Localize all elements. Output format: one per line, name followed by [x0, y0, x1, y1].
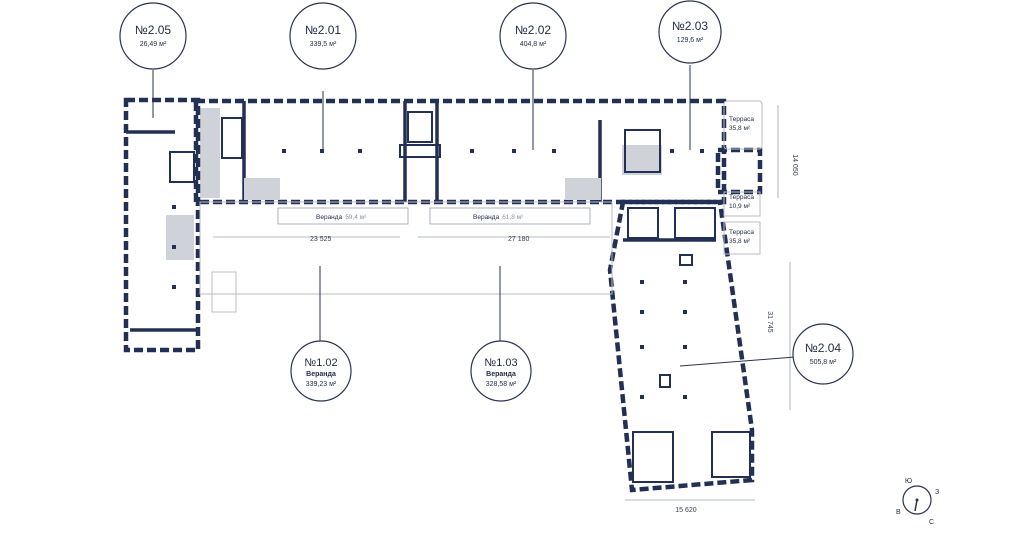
callout-number: №2.01 — [305, 23, 342, 37]
veranda-left-box — [277, 207, 409, 225]
dim-14050: 14 050 — [791, 154, 798, 176]
stair — [565, 178, 601, 200]
terrace1-outline — [723, 100, 763, 150]
terrace3-label: Терраса — [729, 229, 754, 236]
room-wall — [221, 117, 243, 159]
terrace2-label: Терраса — [729, 194, 754, 201]
callout-leaders — [152, 65, 796, 367]
room-wall — [632, 431, 674, 483]
terrace3-area: 35,8 м² — [729, 238, 751, 245]
terrace1-label: Терраса — [729, 116, 754, 123]
room-wall — [627, 207, 659, 239]
stair — [166, 215, 194, 260]
room-wall — [674, 207, 716, 239]
callout-2-04[interactable]: №2.04 505,8 м² — [792, 323, 854, 385]
dim-15620: 15 620 — [675, 507, 697, 514]
callout-2-05[interactable]: №2.05 26,49 м² — [119, 2, 187, 70]
compass-label-w: В — [896, 509, 901, 516]
veranda-area — [199, 201, 613, 295]
dim-27180: 27 180 — [508, 236, 530, 243]
veranda-step — [211, 271, 237, 313]
callout-2-03[interactable]: №2.03 129,6 м² — [658, 0, 722, 64]
callout-number: №2.04 — [805, 341, 842, 355]
room-wall — [711, 431, 751, 478]
west-wing-outline — [123, 97, 201, 353]
compass-label-s: С — [929, 519, 934, 526]
callout-area: 328,58 м² — [486, 381, 517, 388]
callout-1-02[interactable]: №1.02 Веранда 339,23 м² — [290, 340, 352, 402]
stair — [622, 145, 662, 175]
dim-31745: 31 745 — [766, 311, 773, 333]
room-wall — [407, 111, 433, 143]
columns — [172, 149, 704, 399]
callout-area: 505,8 м² — [810, 359, 837, 366]
terrace1-area: 35,8 м² — [729, 125, 751, 132]
terrace3-outline — [723, 221, 761, 255]
callout-2-01[interactable]: №2.01 339,5 м² — [289, 2, 357, 70]
room-wall — [169, 151, 195, 183]
callout-number: №2.02 — [515, 23, 552, 37]
dimension-lines — [213, 105, 791, 501]
room-wall — [624, 129, 661, 173]
callout-area: 129,6 м² — [677, 37, 704, 44]
terrace2-outline — [723, 191, 761, 217]
dim-23525: 23 525 — [310, 236, 332, 243]
compass-label-e: З — [935, 489, 939, 496]
west-wing — [123, 97, 201, 353]
callout-2-02[interactable]: №2.02 404,8 м² — [499, 2, 567, 70]
stair — [244, 178, 280, 200]
stair — [200, 108, 220, 198]
terrace-block — [715, 100, 763, 255]
compass-needle — [914, 499, 918, 512]
callout-area: 339,23 м² — [306, 381, 337, 388]
south-wing — [607, 199, 755, 493]
terrace2-area: 10,9 м² — [729, 203, 751, 210]
callout-area: 339,5 м² — [310, 41, 337, 48]
callout-number: №2.03 — [672, 19, 709, 33]
main-wing — [193, 98, 727, 205]
column-block — [659, 374, 671, 388]
veranda-right-box — [429, 207, 591, 225]
callout-number: №1.03 — [484, 357, 517, 369]
compass-label-n: Ю — [905, 478, 912, 485]
south-wing-outline — [607, 199, 755, 493]
callout-sub: Веранда — [306, 371, 336, 378]
callout-number: №1.02 — [304, 357, 337, 369]
column-block — [679, 254, 693, 266]
callout-area: 404,8 м² — [520, 41, 547, 48]
callout-1-03[interactable]: №1.03 Веранда 328,58 м² — [470, 340, 532, 402]
compass: Ю З С В — [896, 478, 939, 526]
callout-sub: Веранда — [486, 371, 516, 378]
veranda-outlines — [199, 201, 613, 313]
callout-area: 26,49 м² — [140, 41, 167, 48]
callout-number: №2.05 — [135, 23, 172, 37]
core-wall — [399, 144, 441, 158]
